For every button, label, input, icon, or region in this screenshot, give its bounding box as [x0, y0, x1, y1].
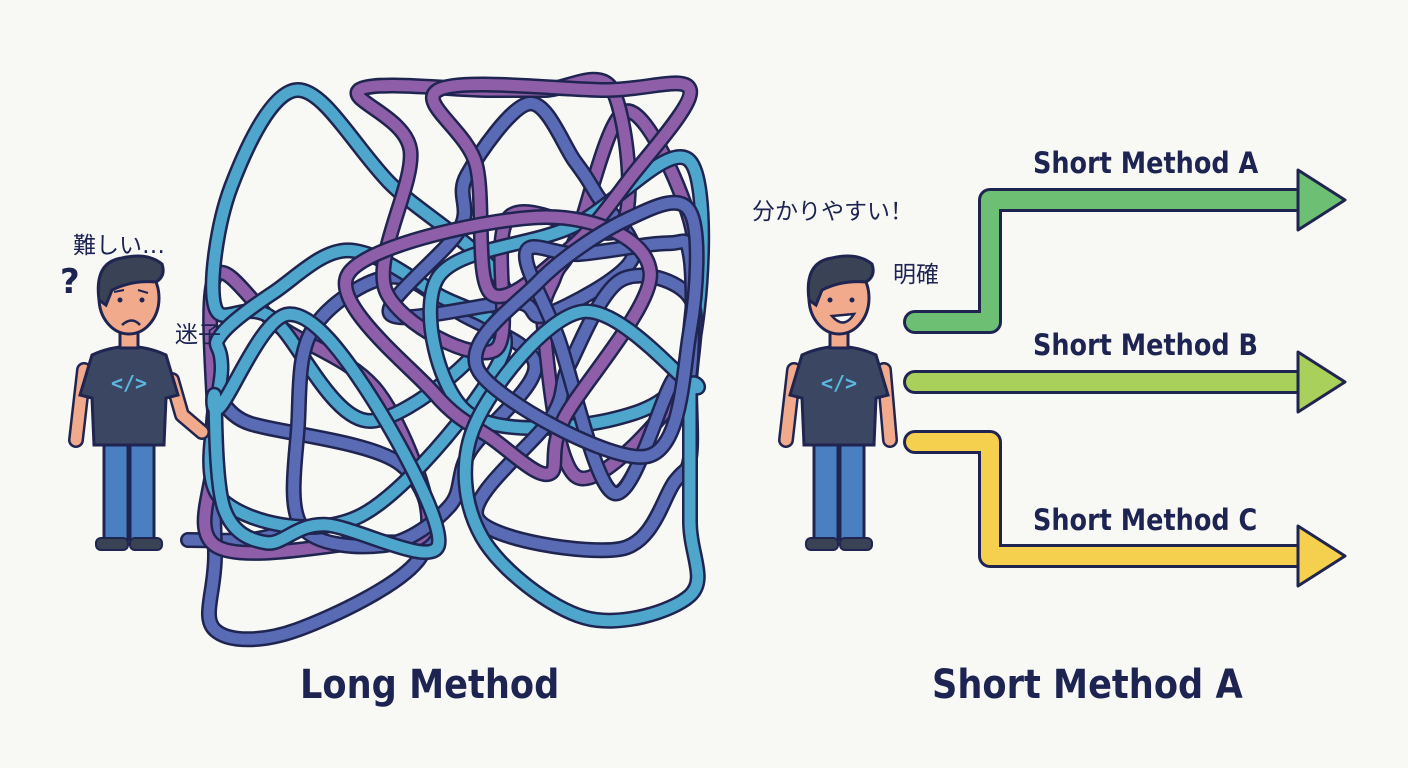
tangle-strand	[288, 271, 541, 552]
left-leg	[812, 438, 840, 542]
thought-text: 難しい…	[73, 233, 165, 259]
arrow-label-c: Short Method C	[1033, 503, 1258, 537]
long-method-caption: Long Method	[300, 662, 560, 708]
arrow-head-icon	[1296, 350, 1347, 414]
tangle-strand	[459, 305, 704, 627]
arrow-head-icon	[1296, 168, 1347, 232]
hair	[806, 254, 875, 308]
exclaim-text: 分かりやすい！	[752, 199, 913, 225]
right-eye	[139, 297, 145, 303]
shirt	[78, 345, 180, 447]
arrow-shaft	[906, 191, 1309, 331]
tangle-strand	[384, 98, 640, 323]
tangled-spaghetti-code	[180, 71, 711, 648]
tangle-strand	[520, 235, 699, 499]
arrow-outline	[903, 188, 1312, 334]
short-method-caption: Short Method A	[932, 662, 1243, 708]
arrow-shaft	[906, 433, 1309, 565]
right-eye	[849, 297, 855, 303]
tangle-strand	[469, 197, 703, 463]
code-brackets-icon: </>	[111, 371, 147, 395]
arrow-label-b: Short Method B	[1033, 328, 1258, 362]
tangle-strand	[424, 151, 708, 434]
left-shoe	[95, 537, 129, 551]
tangle-strand	[207, 84, 512, 427]
left-eye	[117, 297, 123, 303]
tangle-strand	[207, 308, 445, 558]
left-eye	[827, 297, 833, 303]
arrow-outline	[903, 430, 1312, 568]
arrow-head-icon	[1296, 524, 1347, 588]
left-shoe	[805, 537, 839, 551]
smile-mouth	[829, 312, 857, 324]
left-leg	[102, 438, 130, 542]
worried-brows	[113, 289, 149, 294]
question-mark: ?	[60, 262, 80, 302]
right-shoe	[129, 537, 163, 551]
tangle-strand	[351, 74, 635, 358]
clean-method-arrows	[903, 168, 1347, 588]
lost-label: 迷子	[175, 322, 221, 348]
arrow-label-a: Short Method A	[1033, 146, 1259, 180]
right-leg	[128, 438, 156, 542]
happy-developer: </>	[778, 254, 898, 551]
shirt	[788, 345, 890, 447]
hair	[96, 254, 165, 308]
frown-mouth	[121, 319, 141, 326]
tangle-strand	[340, 211, 656, 480]
confused-developer: </>	[68, 254, 210, 551]
right-leg	[838, 438, 866, 542]
right-shoe	[839, 537, 873, 551]
code-brackets-icon: </>	[821, 371, 857, 395]
clear-label: 明確	[893, 262, 939, 288]
